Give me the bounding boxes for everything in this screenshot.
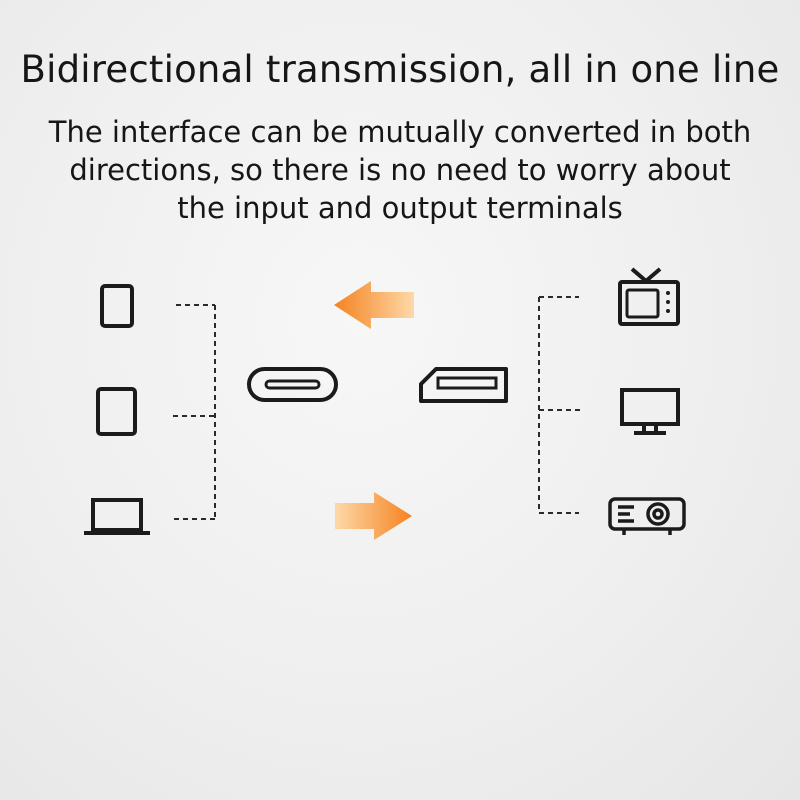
right-dashed-connector [538, 296, 582, 514]
monitor-icon [620, 388, 680, 435]
tv-icon [618, 267, 680, 326]
page-title: Bidirectional transmission, all in one l… [20, 48, 780, 91]
left-dashed-connector [173, 304, 216, 520]
arrow-right-icon [335, 492, 412, 540]
arrow-left-icon [334, 281, 414, 329]
laptop-icon [84, 498, 150, 535]
usb-c-port-icon [247, 367, 338, 402]
tablet-icon [96, 387, 137, 436]
projector-icon [608, 497, 686, 535]
page-subtitle: The interface can be mutually converted … [48, 115, 752, 225]
displayport-icon [419, 367, 508, 403]
phone-icon [100, 284, 134, 328]
